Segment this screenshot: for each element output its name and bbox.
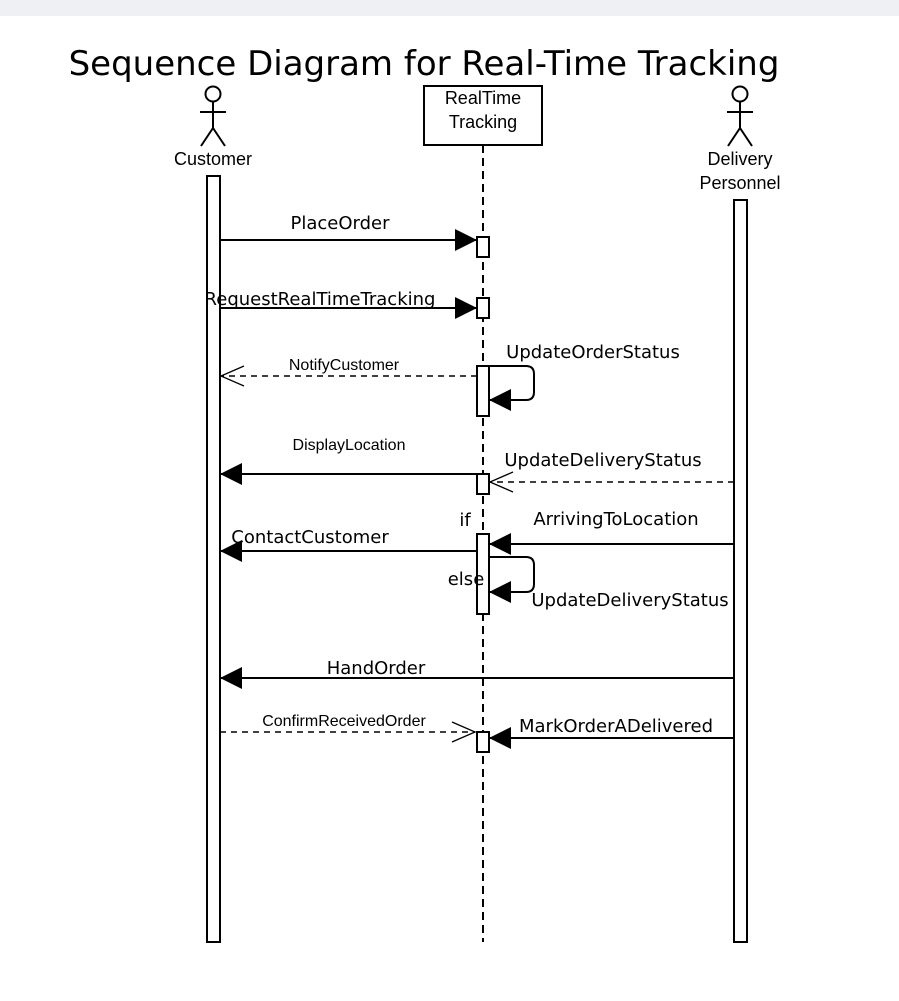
delivery-actor: [727, 85, 753, 147]
delivery-label-line2: Personnel: [699, 173, 780, 193]
else-self-call-arrow: [489, 556, 535, 603]
display-location-label: DisplayLocation: [293, 437, 406, 454]
mark-order-delivered-label: MarkOrderADelivered: [519, 716, 713, 737]
tracking-activation-2: [476, 297, 490, 319]
if-fragment-label: if: [459, 510, 471, 531]
tracking-label-line2: Tracking: [449, 112, 517, 132]
notify-customer-label: NotifyCustomer: [289, 357, 400, 374]
tracking-activation-1: [476, 236, 490, 258]
tracking-activation-3: [476, 365, 490, 417]
tracking-activation-6: [476, 731, 490, 753]
place-order-label: PlaceOrder: [290, 213, 390, 234]
contact-customer-label: ContactCustomer: [231, 527, 389, 548]
tracking-participant-box: [423, 85, 543, 146]
delivery-lifeline: [733, 199, 748, 943]
update-delivery-status-1-label: UpdateDeliveryStatus: [504, 450, 701, 471]
delivery-label-line1: Delivery: [707, 149, 772, 169]
tracking-label-line1: RealTime: [445, 88, 521, 108]
top-bar: [0, 0, 899, 16]
tracking-activation-5: [476, 533, 490, 615]
else-fragment-label: else: [448, 569, 485, 590]
request-tracking-label: RequestRealTimeTracking: [205, 289, 436, 310]
customer-actor: [200, 85, 226, 147]
confirm-received-order-label: ConfirmReceivedOrder: [262, 713, 426, 730]
update-order-status-label: UpdateOrderStatus: [506, 342, 680, 363]
hand-order-label: HandOrder: [327, 658, 426, 679]
update-order-status-arrow: [489, 365, 535, 411]
customer-label: Customer: [174, 149, 252, 169]
arriving-to-location-label: ArrivingToLocation: [533, 509, 698, 530]
update-delivery-status-2-label: UpdateDeliveryStatus: [531, 590, 728, 611]
diagram-title: Sequence Diagram for Real-Time Tracking: [69, 44, 780, 84]
tracking-activation-4: [476, 473, 490, 495]
